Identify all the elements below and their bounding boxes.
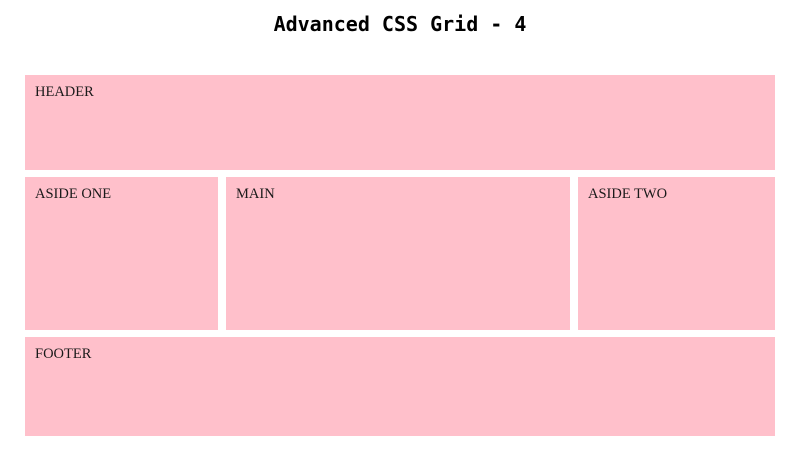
grid-area-aside-two: ASIDE TWO [578, 177, 775, 330]
grid-area-main: MAIN [226, 177, 570, 330]
page-title: Advanced CSS Grid - 4 [273, 12, 527, 36]
grid-area-aside-one-label: ASIDE ONE [35, 186, 112, 202]
grid-area-footer-label: FOOTER [35, 346, 92, 362]
grid-area-aside-one: ASIDE ONE [25, 177, 218, 330]
grid-area-header-label: HEADER [35, 84, 94, 100]
grid-container: HEADER ASIDE ONE MAIN ASIDE TWO FOOTER [25, 75, 775, 436]
grid-area-aside-two-label: ASIDE TWO [588, 186, 668, 202]
grid-area-main-label: MAIN [236, 186, 275, 202]
grid-area-footer: FOOTER [25, 337, 775, 436]
grid-area-header: HEADER [25, 75, 775, 170]
